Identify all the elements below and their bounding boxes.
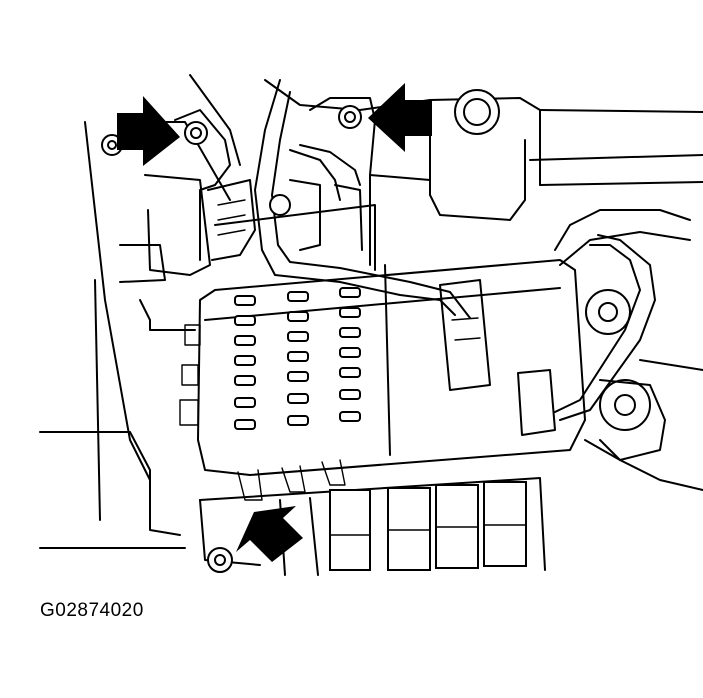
fuse-slot [287, 351, 309, 362]
relay-block [387, 487, 431, 571]
fuse-slot [234, 355, 256, 366]
fuse-slot [339, 327, 361, 338]
fuse-slot [339, 347, 361, 358]
connector-tab [517, 369, 556, 436]
relay-block [329, 489, 371, 571]
fuse-slot [287, 311, 309, 322]
fuse-slot [287, 371, 309, 382]
lower-relay-panel [199, 477, 546, 576]
right-side-bracket [554, 209, 703, 491]
fuse-slot [339, 307, 361, 318]
arrow-right-icon [117, 96, 180, 166]
fuse-slot [287, 393, 309, 404]
fuse-slot-grid [234, 287, 361, 430]
fuse-slot [287, 415, 309, 426]
relay-block [483, 481, 527, 567]
wiring-harness [207, 79, 471, 319]
arrow-left-icon [368, 83, 432, 152]
fuse-slot [234, 419, 256, 430]
relay [439, 279, 491, 391]
fuse-block [179, 259, 586, 501]
fuse-slot [234, 315, 256, 326]
fuse-slot [287, 331, 309, 342]
fuse-slot [339, 287, 361, 298]
arrow-down-left-icon [236, 506, 303, 562]
figure-code: G02874020 [40, 600, 144, 621]
fuse-slot [339, 389, 361, 400]
fuse-slot [234, 295, 256, 306]
fuse-slot [234, 375, 256, 386]
fuse-slot [234, 335, 256, 346]
fuse-slot [234, 397, 256, 408]
upper-center-bracket [309, 97, 376, 266]
mounting-boss-top-right [454, 89, 500, 135]
fuse-slot [339, 411, 361, 422]
fuse-slot [339, 367, 361, 378]
fuse-slot [287, 291, 309, 302]
dashboard-panel-outline [39, 74, 703, 549]
